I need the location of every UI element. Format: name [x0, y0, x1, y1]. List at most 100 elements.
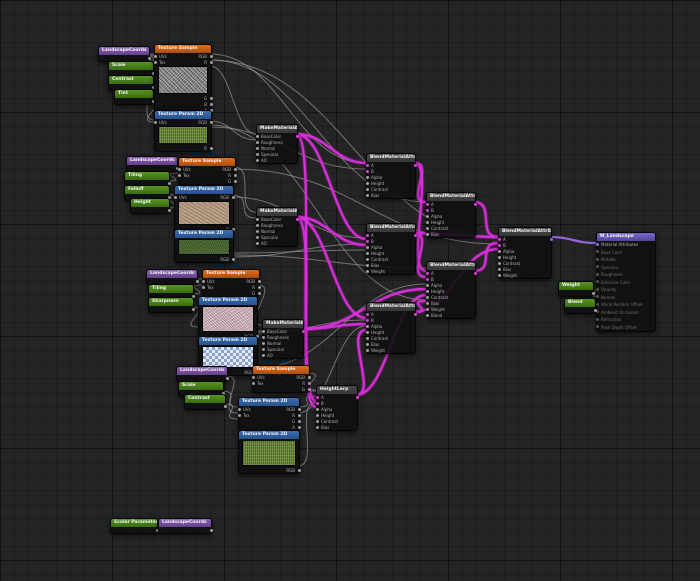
input-pin[interactable]	[261, 353, 265, 357]
node-blendE[interactable]: BlendMaterialAttributesABAlphaHeightCont…	[425, 261, 477, 319]
output-pin[interactable]	[151, 71, 155, 75]
output-pin[interactable]	[413, 312, 417, 316]
output-pin[interactable]	[225, 376, 229, 380]
input-pin[interactable]	[497, 243, 501, 247]
material-attributes-wire[interactable]	[473, 241, 499, 273]
input-pin[interactable]	[365, 342, 369, 346]
node-blendA[interactable]: BlendMaterialAttributesABAlphaHeightCont…	[365, 153, 417, 199]
input-pin[interactable]	[425, 289, 429, 293]
input-pin[interactable]	[365, 245, 369, 249]
wire[interactable]	[223, 403, 239, 420]
input-pin[interactable]	[261, 335, 265, 339]
input-pin[interactable]	[595, 257, 599, 261]
input-pin[interactable]	[425, 214, 429, 218]
input-pin[interactable]	[177, 173, 181, 177]
input-pin[interactable]	[425, 232, 429, 236]
output-pin[interactable]	[297, 419, 301, 423]
input-pin[interactable]	[255, 134, 259, 138]
output-pin[interactable]	[591, 291, 595, 295]
input-pin[interactable]	[315, 401, 319, 405]
output-pin[interactable]	[473, 202, 477, 206]
wire[interactable]	[297, 325, 367, 414]
input-pin[interactable]	[425, 313, 429, 317]
node-makeB[interactable]: MakeMaterialAttributesBaseColorRoughness…	[255, 207, 299, 247]
output-pin[interactable]	[307, 375, 311, 379]
input-pin[interactable]	[425, 283, 429, 287]
wire[interactable]	[231, 194, 257, 219]
node-blendC[interactable]: BlendMaterialAttributesABAlphaHeightCont…	[365, 302, 417, 354]
output-pin[interactable]	[221, 391, 225, 395]
input-pin[interactable]	[315, 395, 319, 399]
input-pin[interactable]	[201, 279, 205, 283]
input-pin[interactable]	[255, 217, 259, 221]
wire[interactable]	[231, 243, 367, 258]
input-pin[interactable]	[595, 302, 599, 306]
input-pin[interactable]	[595, 242, 599, 246]
material-attributes-wire[interactable]	[413, 161, 427, 273]
wire[interactable]	[209, 124, 427, 301]
output-pin[interactable]	[257, 291, 261, 295]
wire[interactable]	[221, 390, 239, 414]
input-pin[interactable]	[255, 235, 259, 239]
output-pin[interactable]	[167, 181, 171, 185]
input-pin[interactable]	[315, 419, 319, 423]
wire[interactable]	[191, 284, 203, 295]
output-pin[interactable]	[191, 307, 195, 311]
input-pin[interactable]	[255, 229, 259, 233]
input-pin[interactable]	[365, 269, 369, 273]
output-pin[interactable]	[473, 271, 477, 275]
output-pin[interactable]	[147, 56, 151, 60]
output-pin[interactable]	[209, 120, 213, 124]
input-pin[interactable]	[497, 267, 501, 271]
output-pin[interactable]	[297, 425, 301, 429]
output-pin[interactable]	[301, 329, 305, 333]
input-pin[interactable]	[365, 348, 369, 352]
input-pin[interactable]	[365, 175, 369, 179]
wire[interactable]	[167, 172, 179, 182]
input-pin[interactable]	[365, 239, 369, 243]
output-pin[interactable]	[223, 404, 227, 408]
input-pin[interactable]	[425, 208, 429, 212]
input-pin[interactable]	[173, 195, 177, 199]
input-pin[interactable]	[315, 425, 319, 429]
input-pin[interactable]	[365, 324, 369, 328]
node-coordC2[interactable]: LandscapeCoords	[176, 366, 229, 382]
input-pin[interactable]	[255, 146, 259, 150]
input-pin[interactable]	[425, 277, 429, 281]
output-pin[interactable]	[209, 60, 213, 64]
input-pin[interactable]	[425, 307, 429, 311]
wire[interactable]	[225, 375, 239, 408]
node-paramB1[interactable]: Tiling	[124, 171, 171, 187]
output-pin[interactable]	[175, 166, 179, 170]
wire[interactable]	[190, 306, 200, 328]
output-pin[interactable]	[307, 381, 311, 385]
output-pin[interactable]	[233, 167, 237, 171]
input-pin[interactable]	[425, 220, 429, 224]
input-pin[interactable]	[255, 223, 259, 227]
output-pin[interactable]	[155, 528, 159, 532]
node-paramC4[interactable]: Contrast	[184, 394, 227, 410]
material-attributes-wire[interactable]	[295, 215, 367, 247]
node-paramC2[interactable]: Sharpness	[148, 297, 195, 313]
input-pin[interactable]	[261, 329, 265, 333]
input-pin[interactable]	[365, 187, 369, 191]
material-attributes-wire[interactable]	[295, 132, 367, 241]
input-pin[interactable]	[153, 120, 157, 124]
node-coordA[interactable]: LandscapeCoords	[98, 46, 151, 62]
input-pin[interactable]	[365, 336, 369, 340]
output-pin[interactable]	[413, 163, 417, 167]
input-pin[interactable]	[365, 263, 369, 267]
material-attributes-wire[interactable]	[295, 132, 367, 165]
input-pin[interactable]	[497, 261, 501, 265]
output-pin[interactable]	[549, 237, 553, 241]
output-pin[interactable]	[231, 195, 235, 199]
input-pin[interactable]	[425, 295, 429, 299]
input-pin[interactable]	[365, 169, 369, 173]
input-pin[interactable]	[315, 413, 319, 417]
